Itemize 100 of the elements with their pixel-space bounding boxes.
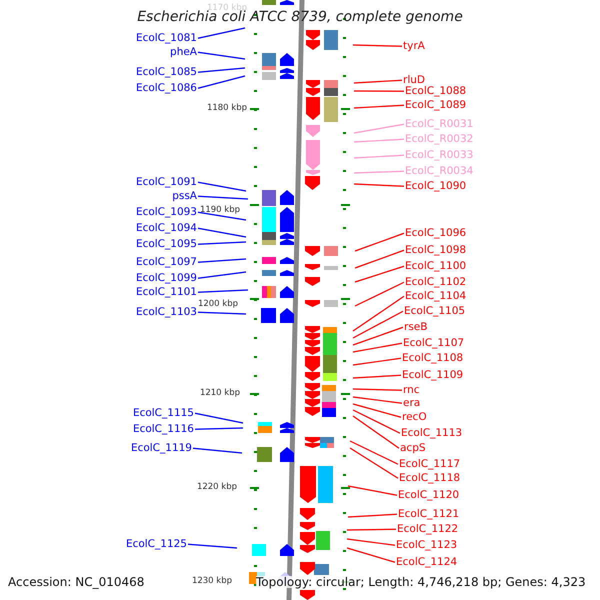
gene-label: EcolC_1120 bbox=[398, 490, 460, 500]
gene-label: EcolC_1116 bbox=[132, 424, 194, 434]
position-label: 1190 kbp bbox=[200, 206, 240, 214]
leader-line bbox=[198, 182, 246, 192]
leader-line bbox=[352, 358, 402, 366]
gene-label: EcolC_1105 bbox=[404, 306, 466, 316]
position-label: 1210 kbp bbox=[200, 389, 240, 398]
leader-line bbox=[352, 409, 400, 434]
leader-line bbox=[352, 44, 402, 47]
leader-line bbox=[354, 170, 404, 174]
genome-info-text: Topology: circular; Length: 4,746,218 bp; Genes: 4,323 bbox=[256, 576, 586, 588]
gene-label: EcolC_R0032 bbox=[405, 134, 474, 144]
gene-label: EcolC_1122 bbox=[397, 524, 458, 534]
leader-line bbox=[354, 124, 404, 134]
leader-line bbox=[194, 412, 244, 424]
gene-label: EcolC_1104 bbox=[405, 291, 466, 302]
gene-label: EcolC_R0033 bbox=[405, 150, 474, 160]
gene-label: EcolC_1125 bbox=[126, 539, 187, 550]
gene-label: EcolC_R0031 bbox=[405, 119, 474, 130]
gene-label: EcolC_1108 bbox=[402, 353, 464, 364]
leader-line bbox=[352, 396, 402, 404]
leader-line bbox=[198, 271, 246, 279]
gene-label: EcolC_1093 bbox=[136, 207, 197, 218]
gene-label: EcolC_1096 bbox=[405, 228, 466, 238]
gene-label: EcolC_1088 bbox=[405, 86, 466, 96]
gene-label: EcolC_1117 bbox=[399, 459, 460, 470]
gene-label: EcolC_1107 bbox=[403, 338, 464, 348]
position-label: 1230 kbp bbox=[192, 577, 232, 586]
leader-line bbox=[198, 312, 246, 315]
genome-info-text: Accession: NC_010468 bbox=[8, 576, 144, 588]
leader-line bbox=[198, 67, 246, 73]
gene-label: pheA bbox=[170, 47, 197, 58]
gene-label: acpS bbox=[400, 443, 426, 454]
leader-line bbox=[354, 138, 404, 143]
gene-label: EcolC_1097 bbox=[136, 257, 197, 268]
diagram-title: Escherichia coli ATCC 8739, complete genome bbox=[136, 10, 464, 24]
gene-label: EcolC_1119 bbox=[130, 443, 192, 454]
gene-label: EcolC_1098 bbox=[405, 245, 466, 256]
leader-line bbox=[352, 403, 402, 418]
gene-label: pssA bbox=[172, 191, 197, 202]
leader-line bbox=[352, 326, 404, 346]
gene-label: EcolC_1094 bbox=[136, 223, 197, 234]
gene-label: EcolC_1095 bbox=[136, 239, 197, 250]
leader-line bbox=[198, 52, 246, 60]
leader-line bbox=[354, 282, 404, 307]
leader-line bbox=[352, 374, 402, 379]
leader-line bbox=[188, 544, 238, 549]
leader-line bbox=[352, 342, 402, 353]
gene-label: rseB bbox=[404, 322, 428, 332]
leader-line bbox=[354, 232, 404, 252]
leader-line bbox=[198, 27, 246, 39]
gene-label: EcolC_1103 bbox=[136, 307, 197, 318]
leader-line bbox=[352, 388, 402, 391]
gene-label: era bbox=[403, 398, 420, 408]
leader-line bbox=[354, 250, 404, 269]
leader-line bbox=[192, 448, 242, 454]
leader-line bbox=[198, 241, 246, 245]
gene-label: EcolC_R0034 bbox=[405, 166, 474, 176]
gene-label: EcolC_1102 bbox=[405, 277, 466, 288]
gene-label: recO bbox=[402, 412, 427, 422]
leader-line bbox=[346, 538, 396, 546]
gene-label: EcolC_1081 bbox=[136, 33, 197, 44]
leader-line bbox=[354, 154, 404, 159]
leader-line bbox=[198, 75, 246, 89]
leader-line bbox=[348, 485, 398, 496]
leader-line bbox=[350, 440, 398, 465]
gene-label: EcolC_1109 bbox=[402, 370, 464, 380]
leader-line bbox=[194, 427, 244, 430]
leader-line bbox=[198, 196, 248, 200]
leader-line bbox=[354, 80, 402, 84]
leader-line bbox=[354, 90, 404, 92]
leader-line bbox=[346, 547, 396, 563]
gene-label: rnc bbox=[403, 385, 420, 396]
gene-label: EcolC_1099 bbox=[136, 273, 197, 284]
position-label: 1200 kbp bbox=[198, 300, 238, 308]
leader-line bbox=[352, 310, 404, 339]
gene-label: EcolC_1100 bbox=[405, 261, 466, 272]
leader-line bbox=[350, 448, 398, 479]
leader-line bbox=[346, 528, 396, 531]
leader-line bbox=[198, 212, 246, 221]
gene-label: EcolC_1124 bbox=[396, 557, 458, 568]
gene-label: EcolC_1091 bbox=[136, 177, 197, 188]
gene-label: EcolC_1101 bbox=[136, 287, 197, 298]
position-label: 1180 kbp bbox=[206, 104, 247, 112]
position-label: 1220 kbp bbox=[196, 483, 237, 492]
gene-label: EcolC_1118 bbox=[399, 473, 460, 484]
leader-line bbox=[352, 416, 400, 449]
leader-line bbox=[198, 228, 246, 238]
leader-line bbox=[352, 296, 404, 332]
leader-line bbox=[348, 514, 398, 518]
gene-label: EcolC_1085 bbox=[136, 67, 197, 78]
leader-line bbox=[198, 258, 246, 263]
leader-line bbox=[354, 104, 404, 109]
gene-label: EcolC_1089 bbox=[405, 100, 466, 110]
gene-label: EcolC_1090 bbox=[405, 181, 466, 192]
gene-label: tyrA bbox=[403, 41, 425, 52]
gene-label: EcolC_1113 bbox=[401, 428, 462, 438]
leader-line bbox=[354, 266, 404, 283]
leader-line bbox=[354, 183, 404, 187]
leader-line bbox=[198, 289, 248, 293]
